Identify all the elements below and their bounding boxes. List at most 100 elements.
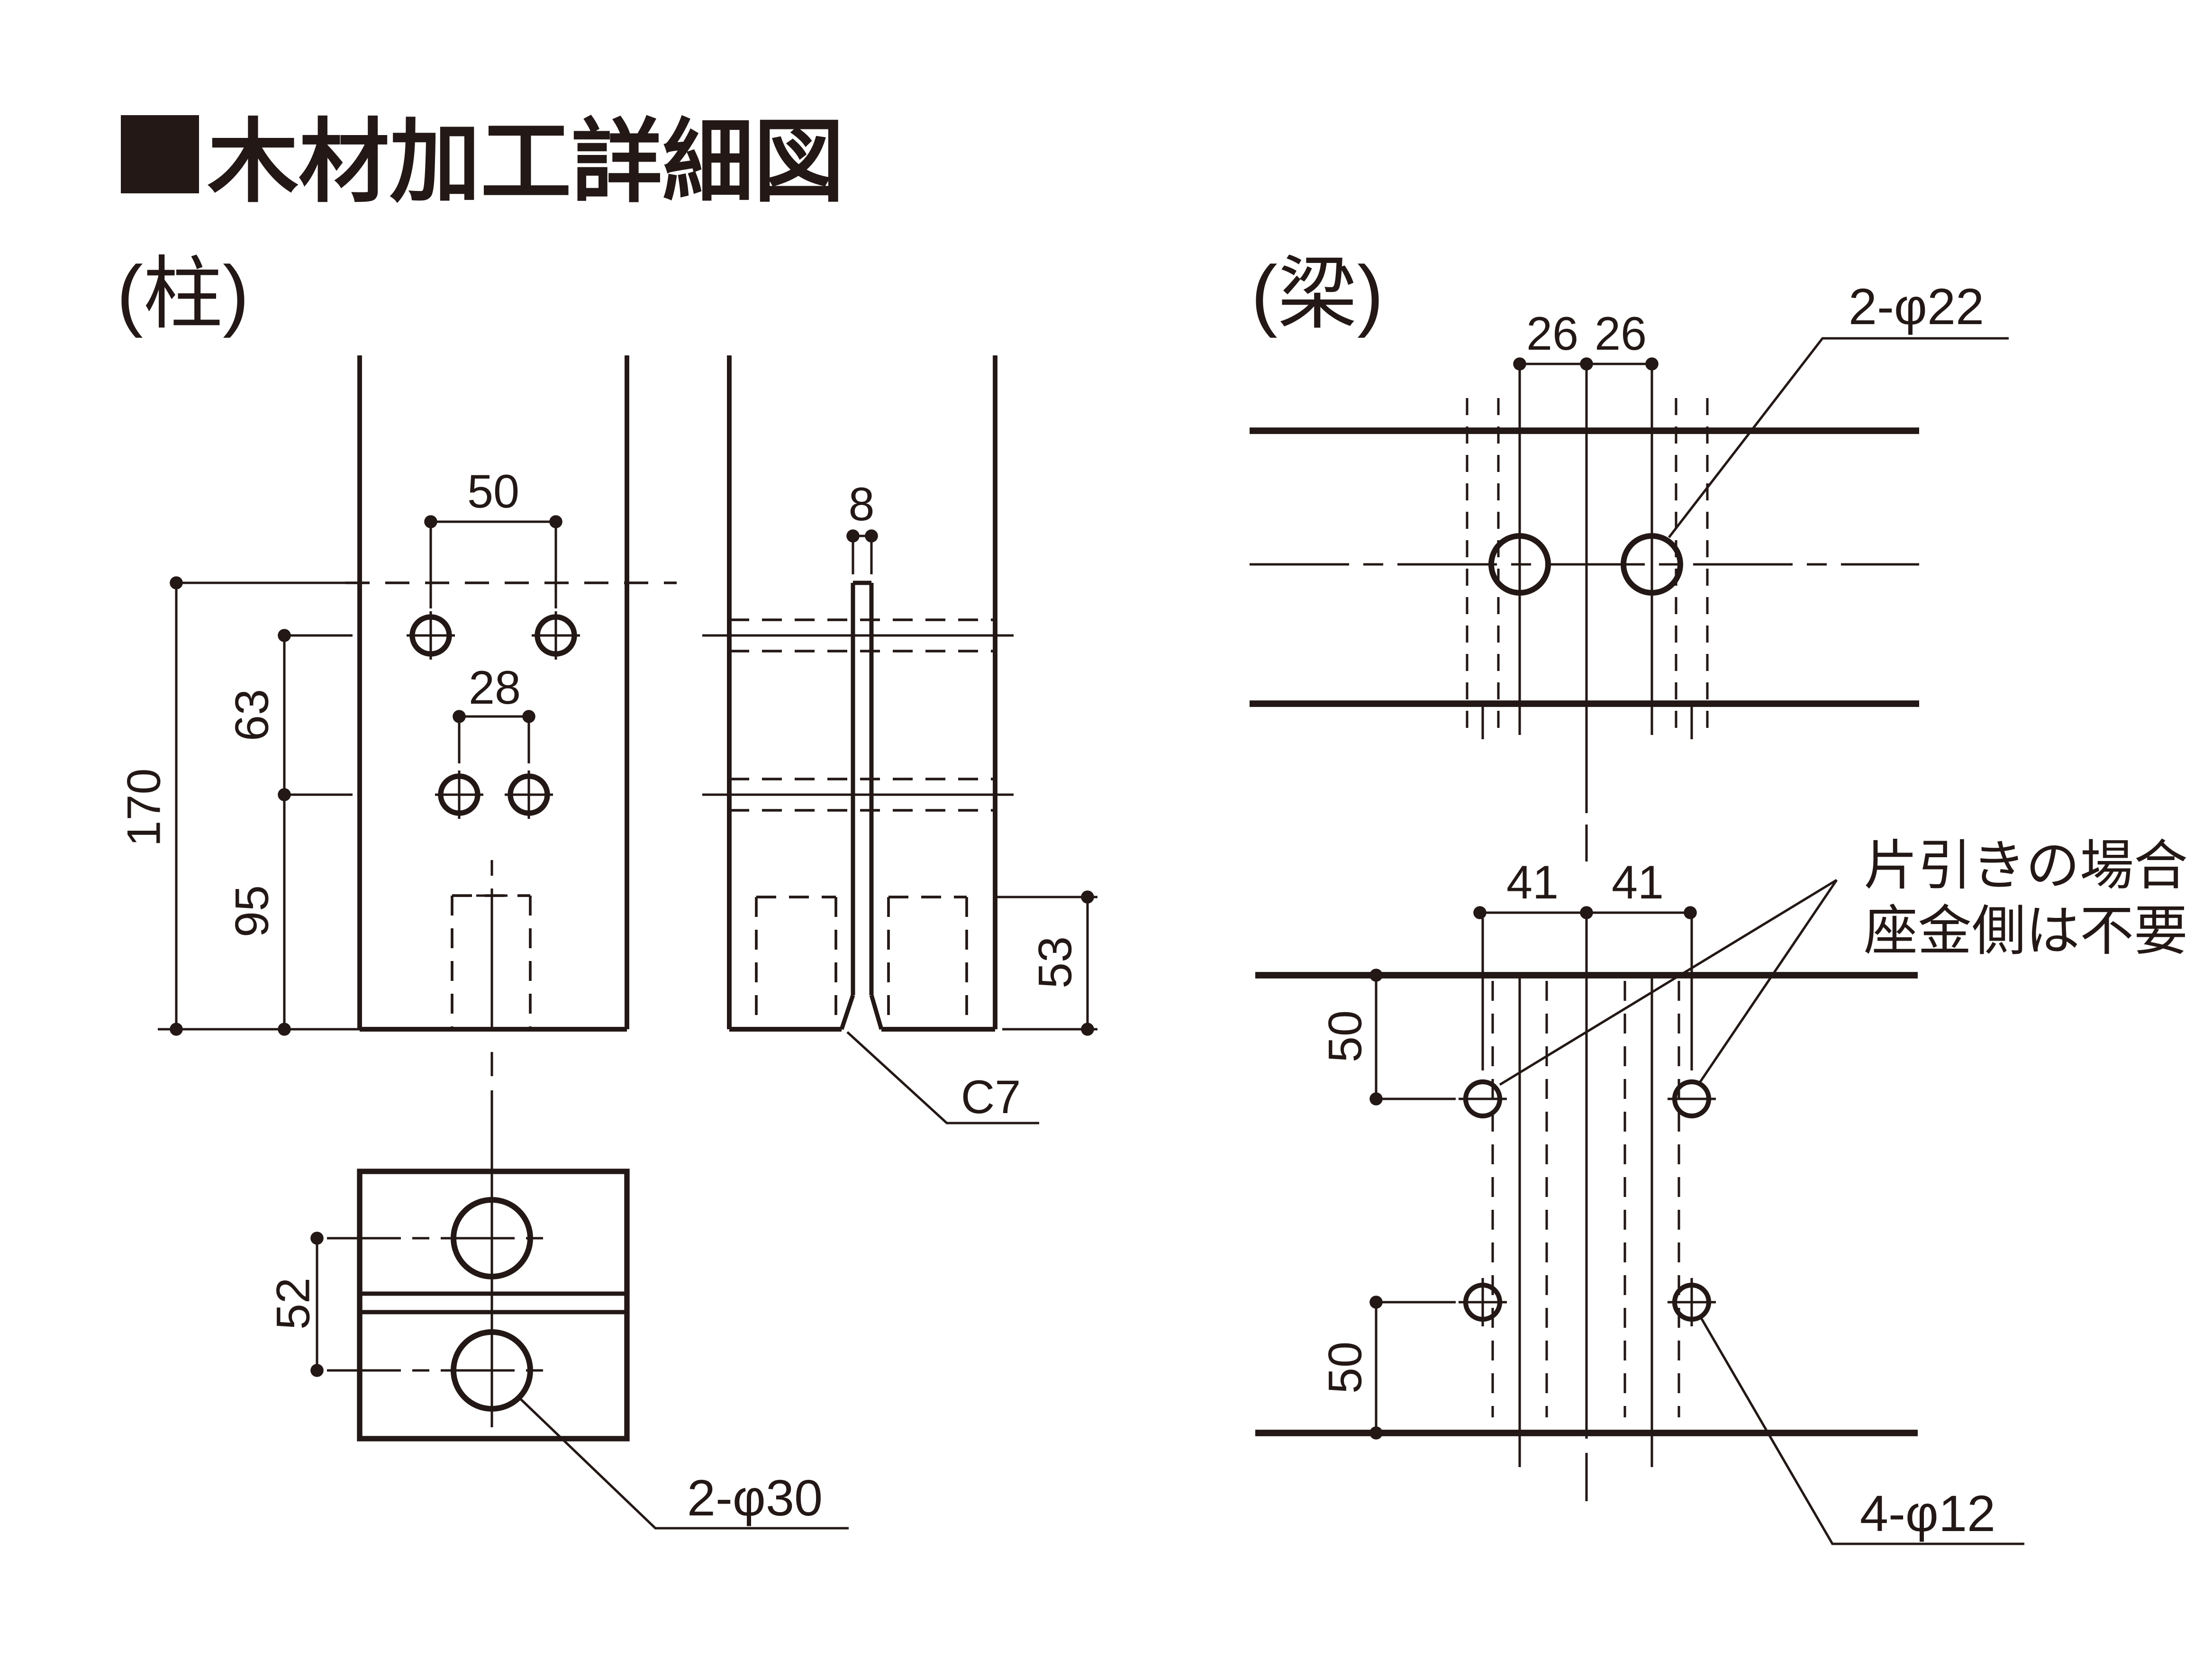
dim-41-left-label: 41 [1506,856,1559,908]
dimension-52: 52 [267,1232,324,1377]
pillar-bottom-hole-centerlines [327,1237,549,1372]
dim-dot [1369,1092,1383,1106]
note-leaders [1499,879,1838,1086]
beam-top-bolt-centerlines [1481,364,1693,739]
dim-28-label: 28 [469,661,521,714]
dim-50-label: 50 [467,465,519,517]
phi22-label: 2-φ22 [1849,278,1984,335]
dimension-50-lower: 50 [1319,1296,1456,1440]
note-kata-biki: 片引きの場合 座金側は不要 [1499,836,2188,1086]
beam-section-label: (梁) [1251,249,1384,338]
beam-bottom-bolt-ext-lines [1481,918,1693,1070]
dim-dot [310,1364,324,1377]
dimension-8: 8 [846,478,878,574]
dim-dot [1369,1426,1383,1440]
callout-c7: C7 [846,1031,1039,1124]
dimension-50: 50 [424,465,562,608]
title-bullet-square [121,115,199,193]
dim-dot [278,629,291,642]
beam-top-edges [1250,427,1919,707]
dim-170-lines [158,581,360,1031]
beam-bottom-view: 50 50 片引きの場合 座金側は不要 4-φ12 [1255,836,2188,1545]
pillar-side-view: 8 53 C7 [702,355,1097,1124]
dim-dot [310,1232,324,1245]
dim-dot [453,710,466,723]
dim-50u-lines [1375,975,1456,1100]
dim-8-label: 8 [848,478,874,530]
dimension-53: 53 [995,890,1097,1036]
phi30-label: 2-φ30 [687,1469,823,1526]
dim-dot [170,1023,183,1036]
beam-section: (梁) 26 26 2-φ22 [1250,249,2188,1545]
dim-28-lines [458,715,530,763]
pillar-front-outline [357,355,629,1032]
dimension-41-41: 41 41 [1473,856,1697,919]
phi22-leader [1668,337,2009,538]
note-line2: 座金側は不要 [1864,901,2188,961]
note-line1: 片引きの場合 [1864,836,2188,896]
dim-50l-lines [1375,1301,1456,1433]
beam-top-view: 26 26 2-φ22 [1250,278,2009,975]
dim-dot [865,529,878,543]
dim-dot [1081,1023,1094,1036]
dim-170-label: 170 [118,768,170,846]
dim-dot [1684,906,1697,919]
pillar-side-beam-edge-lines [702,634,1014,796]
dim-dot [549,515,562,528]
dimension-170: 170 [118,576,360,1036]
dim-95-label: 95 [226,885,278,937]
dim-dot [522,710,535,723]
c7-leader [846,1031,1039,1124]
dim-53-label: 53 [1029,936,1081,988]
page-title: 木材加工詳細図 [208,111,844,213]
dimension-63-95: 63 95 [226,629,353,1036]
pillar-bottom-slot-lines [360,1291,627,1315]
title-block: 木材加工詳細図 [121,111,844,213]
dim-26-right-label: 26 [1595,307,1647,360]
dim-dot [846,529,860,543]
phi30-leader [518,1396,849,1530]
pillar-side-mortise-hidden [755,896,968,1029]
pillar-side-beam-hidden-lines [729,618,995,812]
dim-50-lines [429,520,557,608]
callout-2-phi30: 2-φ30 [518,1396,849,1530]
pillar-side-outline [727,355,997,1032]
beam-bottom-holes [1459,1079,1716,1326]
pillar-bottom-view: 52 2-φ30 [267,1169,849,1530]
dim-dot [1473,906,1487,919]
phi12-crosshairs [1459,1097,1716,1326]
dim-50-lower-label: 50 [1319,1342,1371,1394]
pillar-bottom-outline [357,1169,630,1441]
beam-bottom-phi22-centerlines [1518,975,1653,1467]
dim-dot [1645,357,1659,371]
dim-dot [278,1023,291,1036]
dim-63-label: 63 [226,689,278,741]
dim-50-upper-label: 50 [1319,1010,1371,1062]
hole-crosshairs [407,611,580,819]
pillar-front-holes [407,611,580,819]
phi12-leader [1699,1315,2024,1545]
callout-2-phi22: 2-φ22 [1668,278,2009,538]
dim-41-right-label: 41 [1612,856,1664,908]
dim-dot [278,788,291,801]
dim-dot [1081,890,1094,904]
dim-dot [1369,969,1383,982]
dimension-28: 28 [453,661,535,763]
pillar-front-view: 50 28 170 63 95 [118,355,677,1427]
pillar-section-label: (柱) [117,249,249,338]
callout-4-phi12: 4-φ12 [1699,1315,2024,1545]
dim-dot [1580,906,1593,919]
dim-63-95-lines [283,634,353,1029]
dim-dot [1580,357,1593,371]
dim-26-left-label: 26 [1526,307,1578,360]
dim-dot [424,515,437,528]
pillar-section: (柱) 50 [117,249,1097,1530]
c7-label: C7 [961,1070,1021,1123]
dimension-50-upper: 50 [1319,969,1456,1106]
dim-52-label: 52 [267,1278,319,1330]
dim-dot [1513,357,1526,371]
dimension-26-26: 26 26 [1513,307,1659,371]
dim-dot [1369,1296,1383,1309]
dim-dot [170,576,183,589]
